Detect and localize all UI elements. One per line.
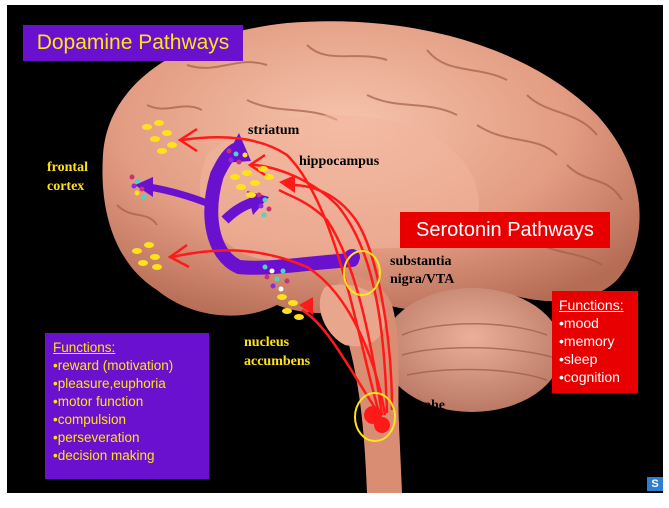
dopamine-functions-box: Functions: •reward (motivation) •pleasur… (45, 333, 209, 479)
serotonin-functions-box: Functions: •mood •memory •sleep •cogniti… (552, 291, 638, 393)
raphe-nucleus-2 (374, 417, 390, 433)
corner-logo-icon: S (647, 477, 663, 491)
label-nigra-vta: nigra/VTA (390, 271, 454, 288)
dopamine-function-item: •reward (motivation) (53, 357, 209, 375)
label-raphe: raphe (410, 397, 445, 414)
dopamine-functions-heading: Functions: (53, 339, 209, 357)
slide: Dopamine Pathways Serotonin Pathways str… (7, 5, 663, 493)
dopamine-function-item: •compulsion (53, 411, 209, 429)
dopamine-function-item: •motor function (53, 393, 209, 411)
serotonin-function-item: •sleep (559, 350, 638, 368)
serotonin-function-item: •memory (559, 332, 638, 350)
label-nucleus: nucleus (244, 334, 289, 351)
dopamine-function-item: •pleasure,euphoria (53, 375, 209, 393)
serotonin-functions-heading: Functions: (559, 296, 638, 314)
label-accumbens: accumbens (244, 353, 310, 370)
label-substantia: substantia (390, 253, 451, 270)
label-cortex: cortex (47, 178, 84, 195)
serotonin-function-item: •mood (559, 314, 638, 332)
cerebellum (382, 288, 562, 412)
dopamine-function-item: •perseveration (53, 429, 209, 447)
serotonin-title: Serotonin Pathways (400, 212, 610, 248)
label-frontal: frontal (47, 159, 88, 176)
label-hippocampus: hippocampus (299, 153, 379, 170)
dopamine-title: Dopamine Pathways (23, 25, 243, 61)
dopamine-function-item: •decision making (53, 447, 209, 465)
serotonin-function-item: •cognition (559, 368, 638, 386)
label-striatum: striatum (248, 122, 299, 139)
